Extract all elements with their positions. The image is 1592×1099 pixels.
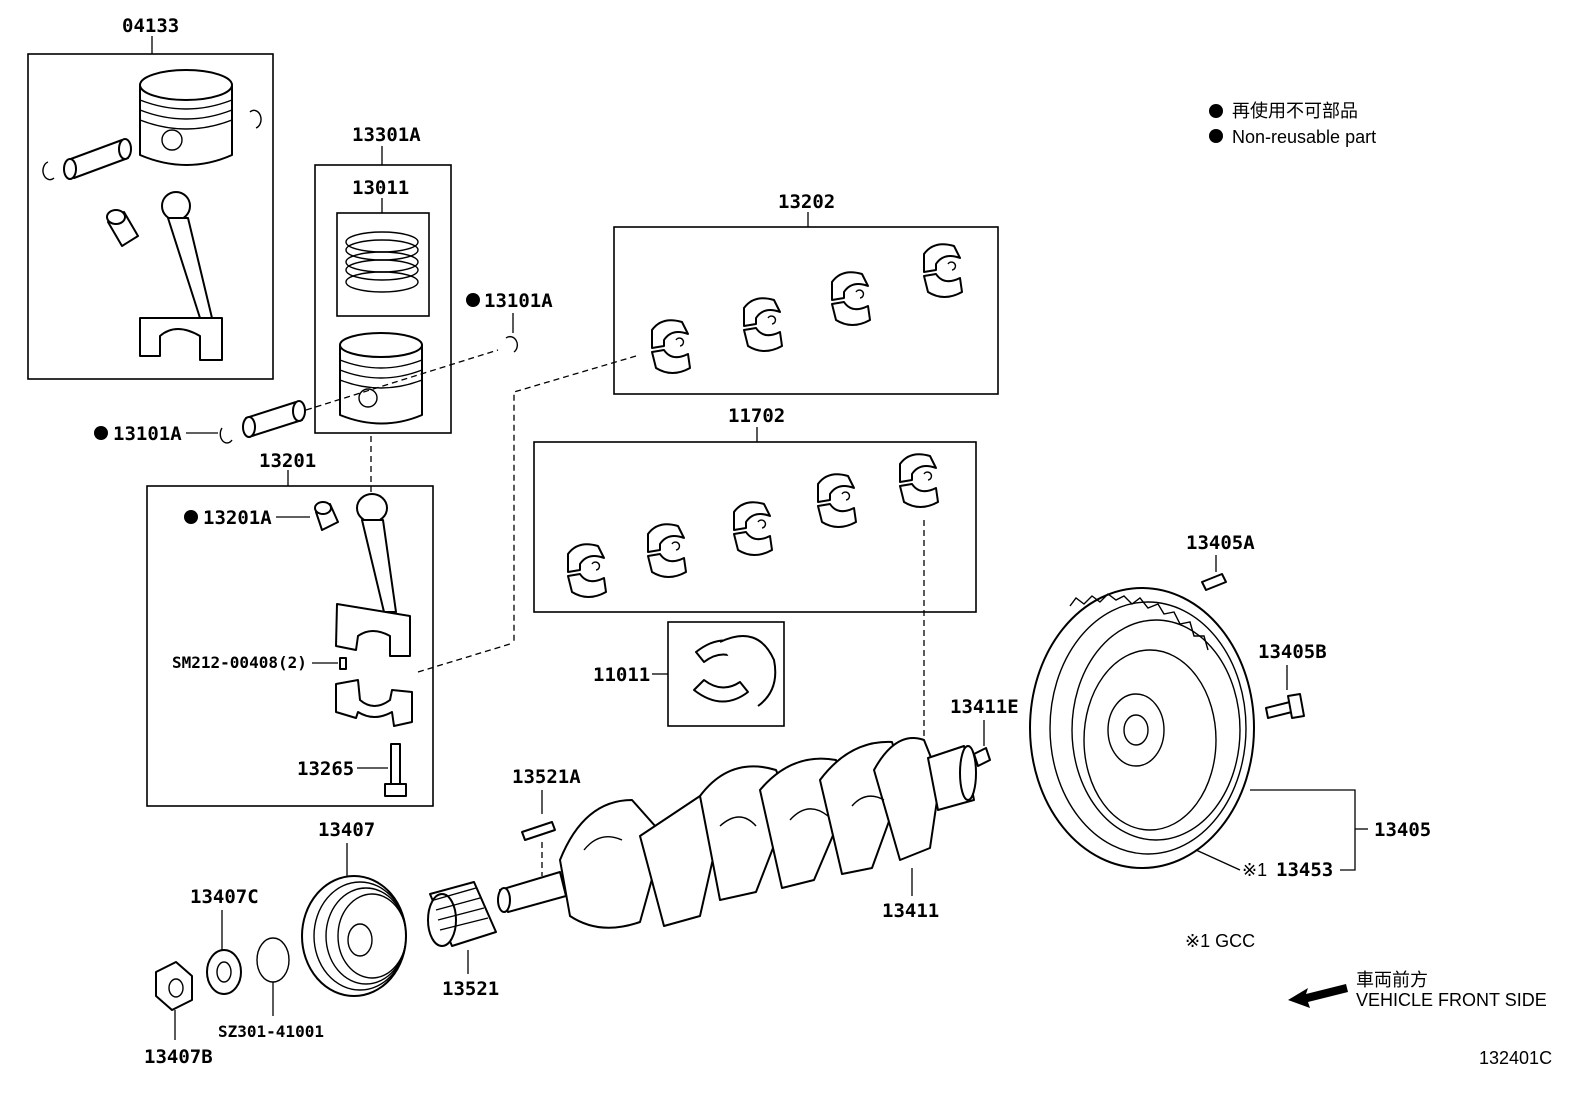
key-icon (521, 821, 556, 841)
bearing-shell-icon (733, 501, 773, 556)
bearing-shell-icon (923, 243, 963, 298)
crank-timing-gear-icon (427, 881, 497, 947)
flywheel-bolt-icon (1265, 693, 1305, 719)
piston-pin-icon (63, 138, 132, 180)
group-13411: 13411 13521A (497, 737, 977, 929)
note-gcc: ※1 GCC (1185, 931, 1255, 951)
group-13201: 13201 13201A SM212-00408(2) 13265 (146, 436, 511, 807)
piston-pin-icon (242, 400, 306, 438)
bearing-shell-icon (831, 271, 871, 326)
dowel-pin-icon (339, 657, 347, 670)
snap-ring-icon (505, 335, 518, 353)
label-13201[interactable]: 13201 (259, 450, 316, 472)
label-13453-prefix: ※1 (1242, 860, 1267, 880)
label-13411E[interactable]: 13411E (950, 696, 1019, 718)
bearing-shell-icon (651, 319, 691, 374)
bearing-shell-icon (743, 297, 783, 352)
label-SM212-00408[interactable]: SM212-00408(2) (172, 653, 307, 672)
thrust-washer-icon (693, 635, 777, 707)
group-13405: 13405A 13405B 13411E 13405 ※1 13453 (950, 532, 1431, 881)
connecting-rod-icon (139, 191, 223, 361)
group-11011: 11011 (593, 621, 785, 727)
label-13101A-left[interactable]: 13101A (113, 423, 182, 445)
non-reusable-dot-icon (1209, 104, 1223, 118)
non-reusable-dot-icon (466, 293, 480, 307)
group-04133: 04133 (27, 15, 274, 380)
rod-cap-icon (335, 679, 413, 727)
group-13101A-left: 13101A (94, 349, 499, 445)
knock-pin-icon (1201, 573, 1227, 591)
label-13407[interactable]: 13407 (318, 819, 375, 841)
bearing-shell-icon (567, 543, 607, 598)
label-13407B[interactable]: 13407B (144, 1046, 213, 1068)
label-13453[interactable]: 13453 (1276, 859, 1333, 881)
label-13405[interactable]: 13405 (1374, 819, 1431, 841)
piston-ring-set-icon (345, 231, 419, 293)
legend-jp: 再使用不可部品 (1232, 101, 1358, 121)
piston-icon (139, 69, 233, 166)
label-13521[interactable]: 13521 (442, 978, 499, 1000)
snap-ring-icon (219, 427, 233, 444)
bearing-shell-icon (647, 523, 687, 578)
label-13301A[interactable]: 13301A (352, 124, 421, 146)
direction-en: VEHICLE FRONT SIDE (1356, 990, 1547, 1010)
piston-icon (339, 332, 423, 425)
label-04133[interactable]: 04133 (122, 15, 179, 37)
group-11702: 11702 (533, 405, 977, 748)
label-11702[interactable]: 11702 (728, 405, 785, 427)
figure-id: 132401C (1479, 1048, 1552, 1068)
legend-en: Non-reusable part (1232, 127, 1376, 147)
label-13405B[interactable]: 13405B (1258, 641, 1327, 663)
group-13101A-top: 13101A (466, 290, 553, 353)
group-13202: 13202 (513, 191, 999, 644)
rod-bolt-icon (384, 743, 407, 797)
label-SZ301-41001[interactable]: SZ301-41001 (218, 1022, 324, 1041)
bearing-shells-icon (651, 243, 963, 374)
connecting-rod-icon (335, 493, 411, 657)
label-13521A[interactable]: 13521A (512, 766, 581, 788)
label-13201A[interactable]: 13201A (203, 507, 272, 529)
arrow-left-icon (1288, 984, 1348, 1008)
snap-ring-icon (42, 161, 55, 181)
snap-ring-icon (249, 109, 262, 129)
o-ring-icon (256, 937, 290, 983)
non-reusable-dot-icon (94, 426, 108, 440)
legend: 再使用不可部品 Non-reusable part (1209, 101, 1376, 147)
crank-pulley-icon (301, 875, 407, 997)
label-13265[interactable]: 13265 (297, 758, 354, 780)
label-13011[interactable]: 13011 (352, 177, 409, 199)
group-front-parts: 13407 13521 13407C SZ301-41001 (144, 819, 499, 1068)
flywheel-icon (1029, 587, 1255, 869)
direction-jp: 車両前方 (1356, 970, 1428, 990)
crankshaft-icon (497, 737, 977, 929)
bearing-shell-icon (817, 473, 857, 528)
nut-icon (155, 961, 193, 1011)
label-13101A-top[interactable]: 13101A (484, 290, 553, 312)
non-reusable-dot-icon (184, 510, 198, 524)
label-13202[interactable]: 13202 (778, 191, 835, 213)
bushing-icon (106, 209, 139, 247)
bearing-shell-icon (899, 453, 939, 508)
label-13411[interactable]: 13411 (882, 900, 939, 922)
label-11011[interactable]: 11011 (593, 664, 650, 686)
label-13405A[interactable]: 13405A (1186, 532, 1255, 554)
non-reusable-dot-icon (1209, 129, 1223, 143)
bearing-shells-icon (567, 453, 939, 598)
bushing-icon (314, 501, 339, 531)
label-13407C[interactable]: 13407C (190, 886, 259, 908)
group-13301A: 13301A 13011 (314, 124, 452, 434)
pilot-bearing-icon (973, 747, 991, 767)
direction-indicator: 車両前方 VEHICLE FRONT SIDE (1288, 970, 1547, 1010)
washer-icon (206, 949, 242, 995)
